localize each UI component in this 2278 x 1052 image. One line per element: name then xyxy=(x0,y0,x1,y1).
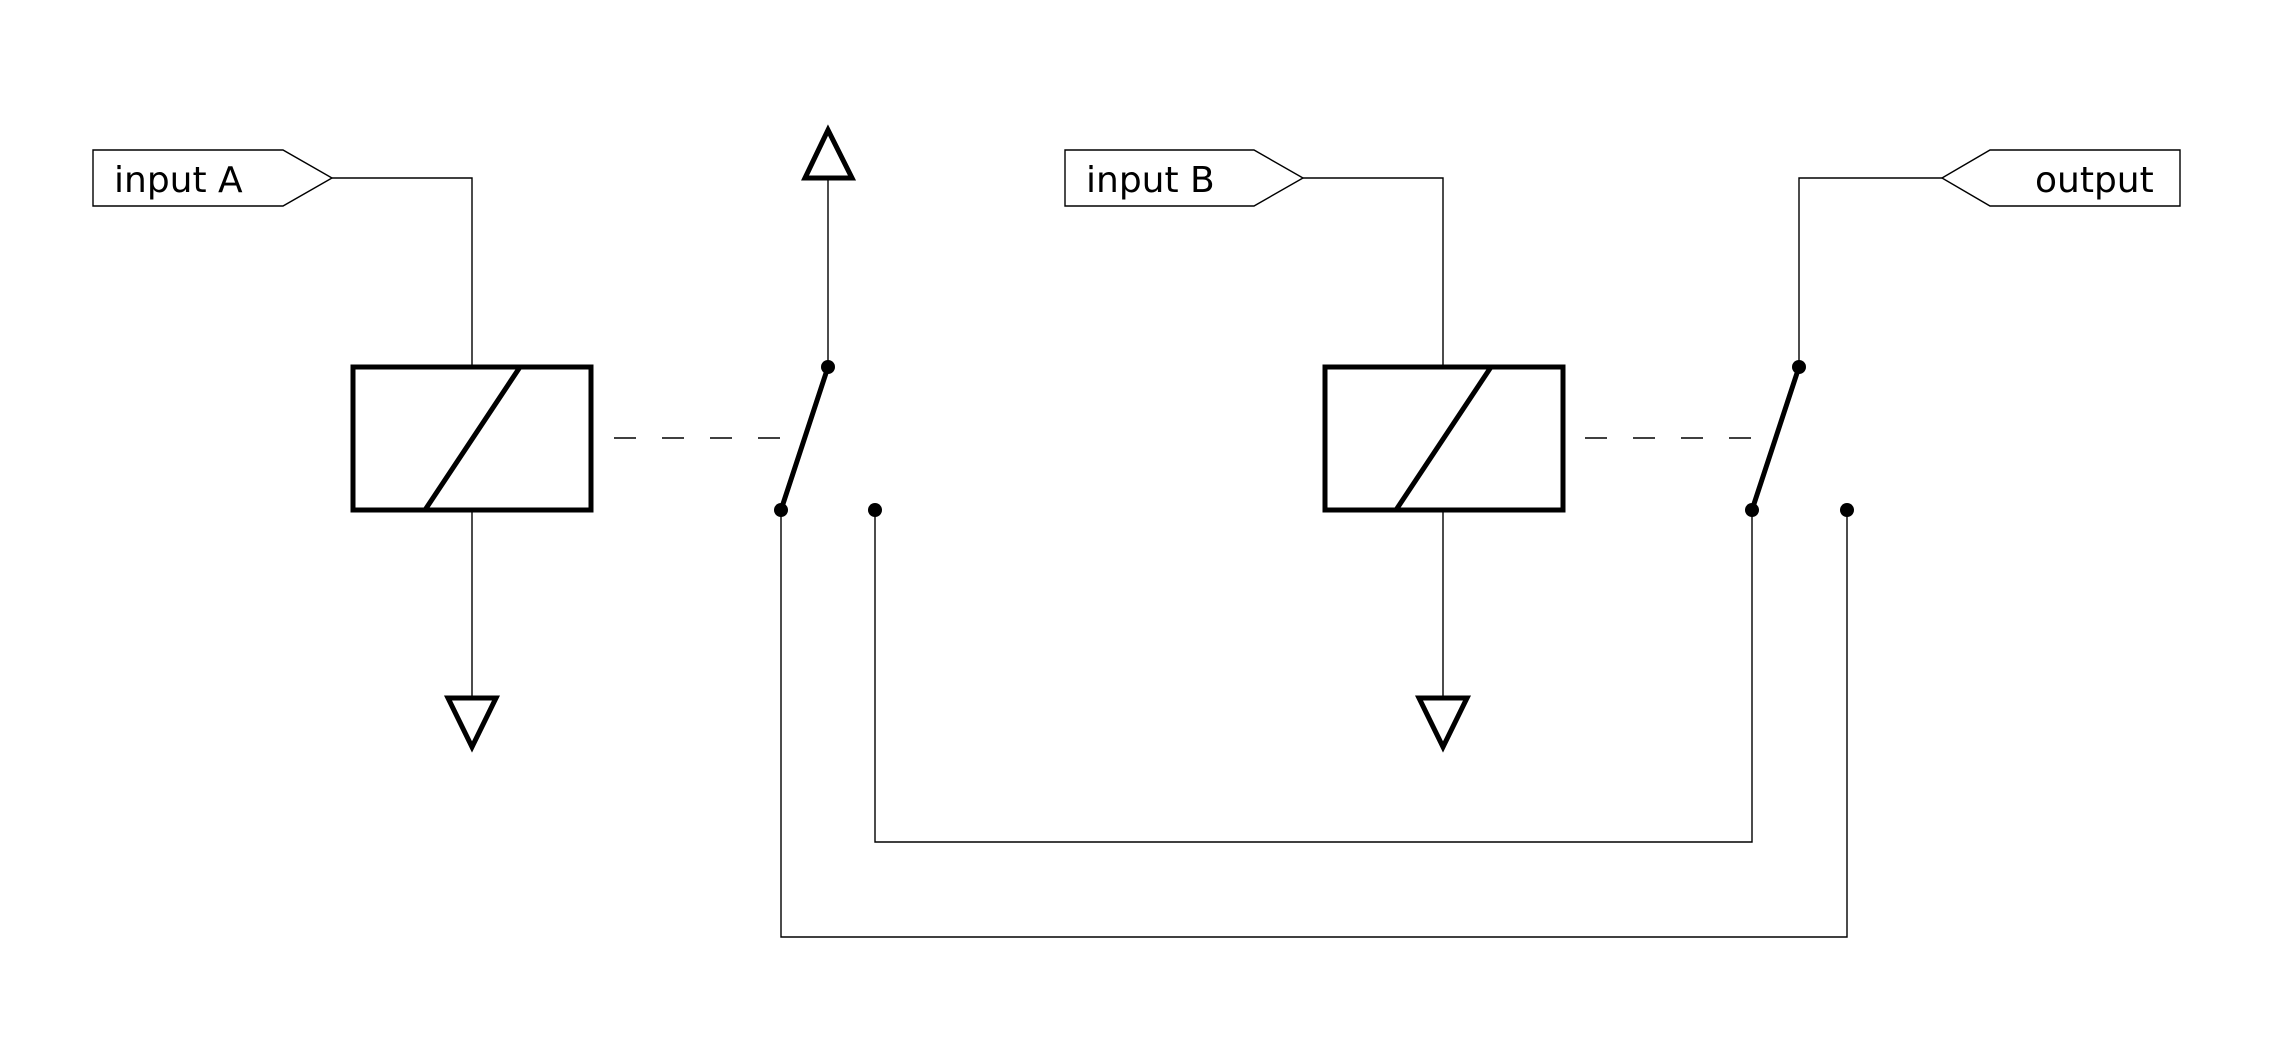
switch-b-contact-2 xyxy=(1840,503,1854,517)
input-b-label: input B xyxy=(1086,160,1215,201)
input-b-wire xyxy=(1303,177,1444,367)
inner-bus-wire xyxy=(874,510,1753,843)
switch-b-contact-1 xyxy=(1745,503,1759,517)
input-a-wire xyxy=(332,177,473,367)
outer-bus-wire xyxy=(780,510,1848,938)
output-wire xyxy=(1798,177,1942,367)
output-label: output xyxy=(2035,160,2154,201)
output-port: output xyxy=(1940,149,2181,207)
input-a-port: input A xyxy=(92,149,334,207)
input-a-port-flag xyxy=(92,149,334,207)
switch-b xyxy=(1745,360,1854,517)
relay-coil-b xyxy=(1322,364,1566,513)
relay-coil-a xyxy=(350,364,594,513)
ground-a-icon xyxy=(443,695,501,753)
input-b-port-flag xyxy=(1064,149,1305,207)
input-a-label: input A xyxy=(114,160,243,201)
supply-icon xyxy=(801,124,857,181)
ground-b-icon xyxy=(1414,695,1472,753)
switch-a-common-terminal xyxy=(821,360,835,374)
output-port-flag xyxy=(1940,149,2181,207)
input-b-port: input B xyxy=(1064,149,1305,207)
switch-a xyxy=(774,360,882,517)
